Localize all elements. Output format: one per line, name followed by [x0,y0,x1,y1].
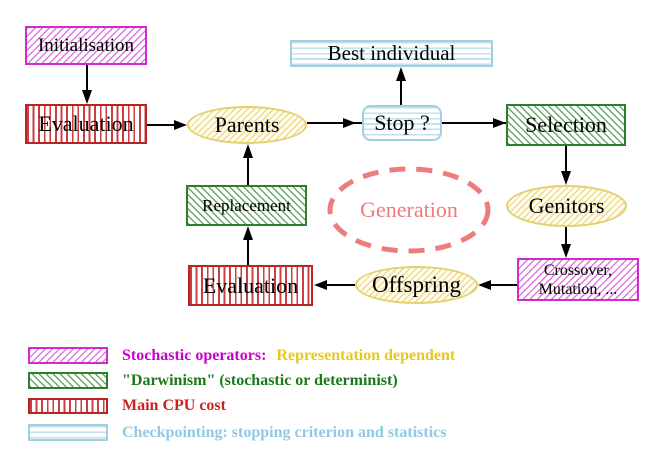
node-parents: Parents [187,106,307,144]
arrow-line-eval-to-replacement [247,238,249,265]
node-genitors: Genitors [506,185,627,227]
arrow-line-eval-to-parents [147,124,177,126]
arrow-line-offspring-to-eval [327,284,355,286]
generation-label: Generation [360,197,458,222]
arrowhead-selection-to-genitors [561,171,571,185]
arrowhead-eval-to-parents [174,120,187,130]
arrow-line-genitors-to-crossover [565,227,567,247]
arrow-line-init-to-eval [86,65,88,93]
arrow-line-selection-to-genitors [565,146,567,174]
node-evaluation-bottom: Evaluation [188,265,313,306]
arrowhead-genitors-to-crossover [561,244,571,258]
arrow-line-replacement-to-parents [247,157,249,185]
arrowhead-eval-to-replacement [243,226,253,240]
generation-dashed-ellipse [327,166,491,254]
node-evaluation-top: Evaluation [25,104,147,144]
node-selection: Selection [506,104,626,146]
arrowhead-stop-to-selection [493,118,506,128]
node-offspring: Offspring [355,266,478,304]
arrowhead-init-to-eval [82,90,92,104]
arrowhead-crossover-to-offspring [478,280,491,290]
arrowhead-parents-to-stop [343,118,356,128]
legend-label-stochastic-operators: Stochastic operators: Representation depe… [122,347,455,365]
legend-label-main-cpu-cost: Main CPU cost [122,397,226,414]
arrow-line-stop-to-best [400,78,402,105]
arrow-line-stop-to-selection [442,122,506,124]
node-stop: Stop ? [362,105,442,141]
arrowhead-offspring-to-eval [314,280,327,290]
legend-swatch-checkpointing [28,424,108,441]
node-crossover-mutation: Crossover, Mutation, ... [517,258,639,301]
legend-swatch-stochastic-operators [28,347,108,364]
legend-swatch-darwinism [28,372,108,389]
crossover-line1: Crossover, [543,261,613,279]
arrow-line-crossover-to-offspring [490,284,517,286]
arrowhead-replacement-to-parents [243,144,253,158]
legend-label-darwinism: "Darwinism" (stochastic or determinist) [122,372,398,389]
node-best-individual: Best individual [290,40,493,67]
legend-swatch-main-cpu-cost [28,398,108,414]
node-initialisation: Initialisation [25,26,147,65]
node-replacement: Replacement [186,185,307,226]
arrowhead-stop-to-best [396,67,406,81]
arrow-line-parents-to-stop [307,122,362,124]
crossover-line2: Mutation, ... [538,280,618,298]
legend-label-representation-dependent: Representation dependent [276,347,456,364]
legend-label-stochastic-operators-part1: Stochastic operators: [122,347,267,364]
legend-label-checkpointing: Checkpointing: stopping criterion and st… [122,424,447,441]
